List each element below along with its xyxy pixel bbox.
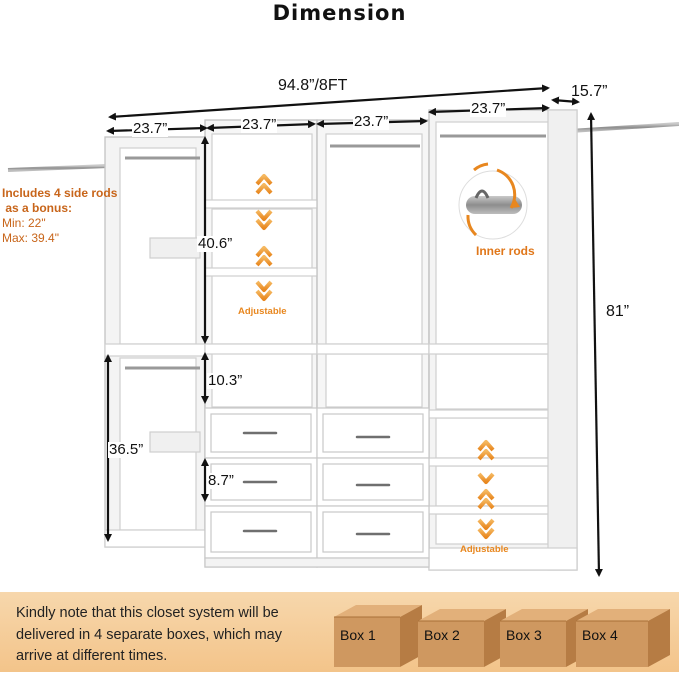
cardboard-box-icon: [576, 609, 670, 667]
total-width-label: 94.8”/8FT: [277, 77, 349, 94]
total-height-label: 81”: [605, 303, 631, 320]
lower-height-label: 36.5”: [108, 441, 145, 458]
bonus-min: Min: 22": [2, 216, 46, 230]
drawer-height-label: 8.7”: [207, 472, 235, 489]
inner-rod-detail: [458, 162, 528, 240]
adjustable-arrows-left: [255, 174, 273, 301]
box-4: Box 4: [572, 607, 672, 674]
box-2: Box 2: [414, 607, 506, 674]
section-3-width-label: 23.7”: [353, 113, 390, 130]
closet-diagram: [7, 84, 679, 577]
drawers: [204, 407, 430, 568]
cardboard-box-icon: [334, 605, 422, 667]
upper-height-label: 40.6”: [197, 235, 234, 252]
adjustable-label-left: Adjustable: [238, 306, 287, 317]
box-1-label: Box 1: [340, 627, 376, 643]
bonus-max: Max: 39.4": [2, 231, 59, 245]
bonus-line-1: Includes 4 side rods: [2, 186, 118, 200]
drawer-handles: [242, 431, 391, 536]
depth-label: 15.7”: [571, 83, 608, 100]
section-4-width-label: 23.7”: [470, 100, 507, 117]
box-2-label: Box 2: [424, 627, 460, 643]
page-title: Dimension: [272, 1, 407, 25]
adjustable-arrows-right: [477, 440, 495, 539]
section-2-width-label: 23.7”: [241, 116, 278, 133]
adjustable-label-right: Adjustable: [460, 544, 509, 555]
inner-rods-label: Inner rods: [476, 244, 535, 258]
box-4-label: Box 4: [582, 627, 618, 643]
section-1-width-label: 23.7”: [132, 120, 169, 137]
delivery-note: Kindly note that this closet system will…: [16, 605, 282, 664]
bonus-rods-note: Includes 4 side rods as a bonus: Min: 22…: [2, 186, 117, 246]
box-1: Box 1: [330, 603, 422, 674]
box-3-label: Box 3: [506, 627, 542, 643]
bonus-line-2: as a bonus:: [2, 201, 73, 215]
open-shelf-height-label: 10.3”: [207, 372, 244, 389]
